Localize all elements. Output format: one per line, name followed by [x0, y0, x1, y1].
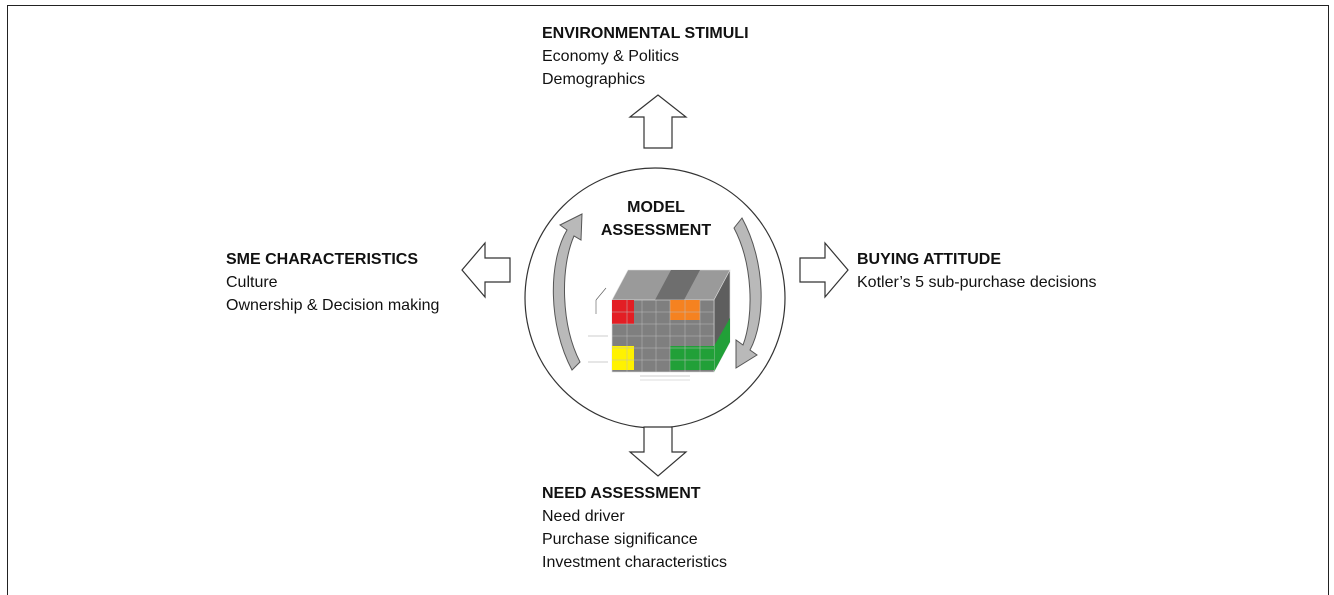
- need-assessment-heading: NEED ASSESSMENT: [542, 485, 701, 502]
- need-assessment-item: Need driver: [542, 508, 625, 525]
- environmental-stimuli-heading: ENVIRONMENTAL STIMULI: [542, 25, 749, 42]
- sme-characteristics-block: SME CHARACTERISTICS Culture Ownership & …: [226, 248, 439, 317]
- sme-characteristics-heading: SME CHARACTERISTICS: [226, 251, 419, 268]
- center-title-line-1: MODEL: [627, 199, 685, 216]
- environmental-stimuli-block: ENVIRONMENTAL STIMULI Economy & Politics…: [542, 22, 749, 91]
- buying-attitude-heading: BUYING ATTITUDE: [857, 251, 1001, 268]
- curved-arrow-left-icon: [552, 213, 583, 371]
- buying-attitude-block: BUYING ATTITUDE Kotler’s 5 sub-purchase …: [857, 248, 1097, 294]
- arrow-down-icon: [628, 426, 688, 477]
- sme-characteristics-item: Ownership & Decision making: [226, 297, 440, 314]
- need-assessment-item: Purchase significance: [542, 531, 698, 548]
- figure-frame: [7, 5, 1329, 595]
- model-assessment-title: MODEL ASSESSMENT: [600, 196, 712, 242]
- arrow-right-icon: [799, 241, 849, 299]
- environmental-stimuli-item: Economy & Politics: [542, 48, 679, 65]
- buying-attitude-item: Kotler’s 5 sub-purchase decisions: [857, 274, 1097, 291]
- arrow-up-icon: [628, 94, 688, 149]
- need-assessment-block: NEED ASSESSMENT Need driver Purchase sig…: [542, 482, 727, 574]
- arrow-left-icon: [461, 241, 511, 299]
- need-assessment-item: Investment characteristics: [542, 554, 727, 571]
- sme-characteristics-item: Culture: [226, 274, 278, 291]
- center-title-line-2: ASSESSMENT: [600, 222, 712, 239]
- environmental-stimuli-item: Demographics: [542, 71, 646, 88]
- cube-model-graphic: [588, 269, 731, 381]
- curved-arrow-right-icon: [733, 217, 762, 369]
